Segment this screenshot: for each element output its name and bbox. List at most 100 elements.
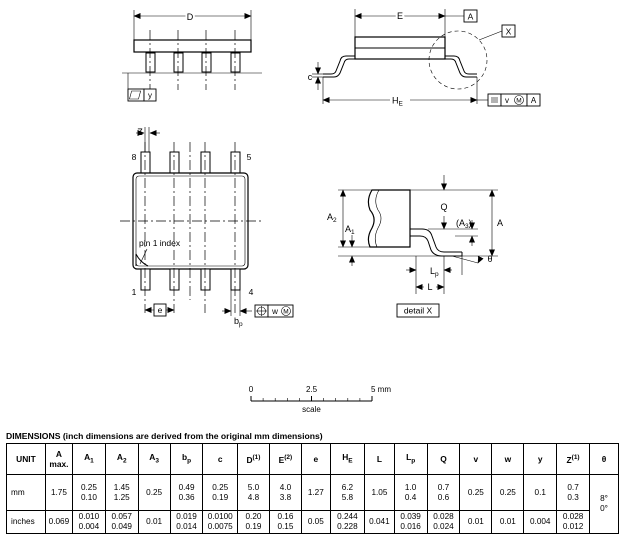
flag-m-label: M [516,98,521,105]
header-cell: Q [426,443,461,475]
dim-a2-label: A2 [327,212,337,224]
flag-a-label: A [531,96,537,105]
header-cell: v [459,443,493,475]
value-cell: 0.004 [523,510,558,534]
top-view: D y [122,10,262,102]
header-cell: E(2) [268,443,302,475]
flag-w-label: w [271,307,278,316]
detail-x-ref-label: X [506,27,512,37]
dim-he-label: HE [392,96,404,108]
pin-1-label: 1 [132,287,137,297]
scale-tick-2-5: 2.5 [306,385,318,394]
package-outline-drawing: D y E A [120,9,541,414]
header-cell: θ [588,443,619,475]
value-cell: 0.25 [491,474,525,511]
value-cell: 0.25 [459,474,493,511]
unit-cell: mm [6,474,46,511]
dim-l-label: L [427,282,432,292]
value-cell: 0.1 [523,474,558,511]
value-cell: 0.05 [300,510,331,534]
dim-d-label: D [187,12,194,22]
unit-cell: inches [6,510,46,534]
dim-a-label: A [497,218,503,228]
plan-view: Z 8 5 pin 1 index 1 4 e [120,127,294,328]
value-cell: 0.01 [459,510,493,534]
side-view: E A X c HE v M A [308,9,541,108]
header-cell: Lp [393,443,428,475]
scale-bar: 0 2.5 5 mm scale [249,385,392,414]
header-cell: L [364,443,395,475]
value-cell: 0.069 [44,510,74,534]
detail-x-view: A2 A1 Q (A3) A θ Lp L detail X [327,175,503,318]
value-cell: 0.25 [137,474,171,511]
value-cell: 1.27 [300,474,331,511]
value-cell: 1.75 [44,474,74,511]
package-body-side [133,39,252,53]
dim-lp-label: Lp [430,266,439,278]
flag-m2-label: M [283,309,288,316]
dimensions-title: DIMENSIONS (inch dimensions are derived … [6,431,323,441]
header-cell: bp [169,443,204,475]
scale-caption: scale [302,405,321,414]
dim-e-label: E [397,11,403,21]
value-cell: 0.041 [364,510,395,534]
theta-cell: 8°0° [588,474,619,534]
header-cell: y [523,443,558,475]
scale-tick-5: 5 mm [371,385,391,394]
dim-q-label: Q [440,202,447,212]
header-cell: c [202,443,238,475]
dim-bp-label: bp [234,316,243,328]
value-cell: 0.01 [137,510,171,534]
dim-c-label: c [308,72,313,82]
header-cell: A1 [72,443,106,475]
pin-1-index-label: pin 1 index [139,238,181,248]
datum-a-box-label: A [468,12,474,22]
value-cell: 1.05 [364,474,395,511]
pin-5-label: 5 [247,152,252,162]
header-cell: HE [329,443,366,475]
header-cell: w [491,443,525,475]
dim-z-label: Z [137,127,143,137]
header-cell: A2 [104,443,139,475]
dim-a3-label: (A3) [456,218,472,230]
dim-e-pitch-label: e [158,305,163,315]
header-cell: e [300,443,331,475]
value-cell: 0.01 [491,510,525,534]
scale-tick-0: 0 [249,385,254,394]
header-cell: A3 [137,443,171,475]
pin-4-label: 4 [249,287,254,297]
pin-8-label: 8 [132,152,137,162]
dim-theta-label: θ [487,254,492,264]
dim-a1-label: A1 [345,224,355,236]
flag-y-label: y [148,91,152,100]
flag-v-label: v [505,96,509,105]
header-cell: UNIT [6,443,46,475]
header-cell: Z(1) [556,443,590,475]
header-cell: D(1) [236,443,270,475]
